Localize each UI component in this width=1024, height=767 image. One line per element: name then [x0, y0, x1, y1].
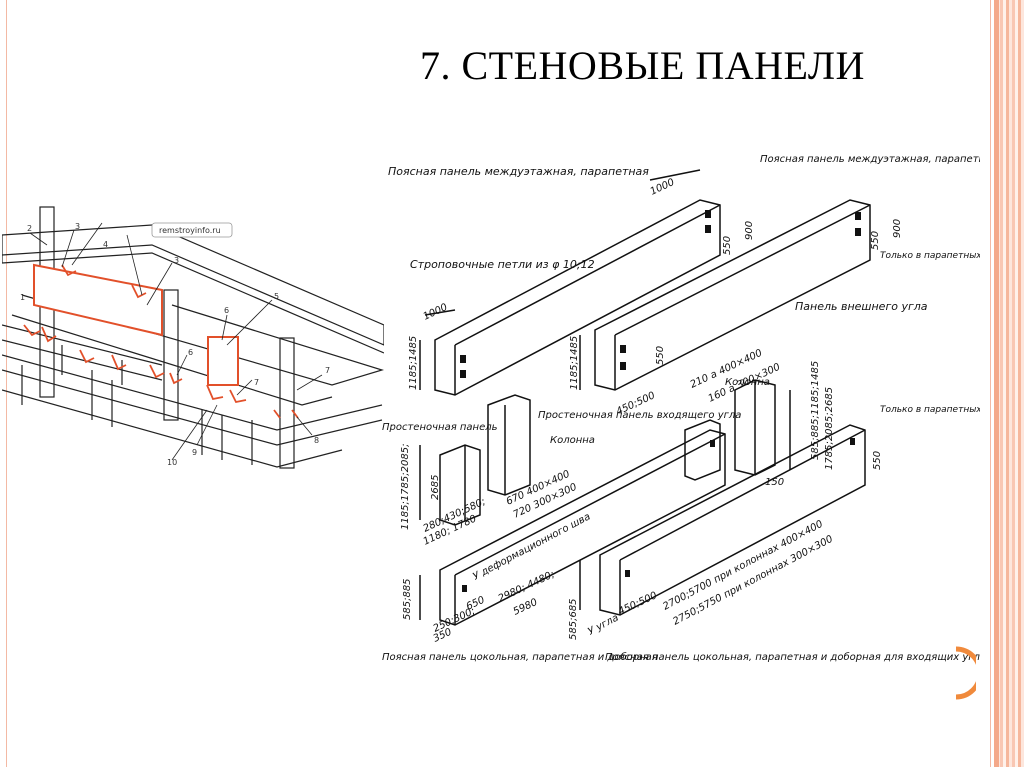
label-pier-panel: Простеночная панель: [382, 422, 498, 433]
callout: 5: [274, 292, 279, 301]
watermark: remstroyinfo.ru: [159, 226, 221, 235]
callout: 4: [103, 240, 108, 249]
label-only-parapet-1: Только в парапетных панелях: [880, 251, 980, 261]
dim: 1185;1785;2085;: [400, 444, 411, 530]
label-column: Колонна: [550, 435, 595, 446]
panel-types-drawing: Поясная панель междуэтажная, парапетная …: [382, 154, 980, 663]
dim: 585;885: [402, 578, 413, 620]
label-column-panel: Колонна: [725, 377, 770, 388]
callout: 3: [174, 256, 179, 265]
label-plinth-corner: Поясная панель цокольная, парапетная и д…: [605, 651, 980, 663]
label-belt-corner: Поясная панель междуэтажная, парапетная …: [760, 154, 980, 165]
label-only-parapet-2: Только в парапетных панелях: [880, 405, 980, 415]
callout: 8: [314, 436, 319, 445]
dim: 550: [870, 231, 881, 250]
label-at-corner: У угла: [586, 612, 620, 637]
dim: 1185;1485: [408, 336, 419, 390]
dim: 550: [872, 451, 883, 470]
dim: 2685: [430, 475, 441, 500]
callout: 2: [27, 224, 32, 233]
dim: 5980: [512, 597, 540, 618]
dim: 2700;5700 при колоннах 400×400: [661, 519, 825, 613]
callout: 10: [167, 458, 177, 467]
dim: 450;500: [617, 590, 659, 618]
dim: 585;885;1185;1485: [810, 361, 821, 460]
dim: 1000: [422, 302, 450, 323]
dim: 2750;5750 при колоннах 300×300: [671, 534, 835, 628]
callout: 7: [325, 366, 330, 375]
callout: 3: [75, 222, 80, 231]
label-belt-parapet: Поясная панель междуэтажная, парапетная: [388, 165, 649, 178]
callout: 1: [20, 293, 25, 302]
decorative-stripes: [994, 0, 1024, 767]
dim: 150: [765, 477, 784, 488]
dim: 900: [744, 221, 755, 240]
label-outer-corner: Панель внешнего угла: [795, 300, 928, 313]
dim: 550: [655, 346, 666, 365]
dim: 1785;2085;2685: [824, 387, 835, 470]
callout: 6: [188, 348, 193, 357]
slide-frame: [6, 0, 991, 767]
dim: 585;685: [568, 598, 579, 640]
dim: 1185;1485: [569, 336, 580, 390]
callout: 6: [224, 306, 229, 315]
callout: 9: [192, 448, 197, 457]
callout: 7: [254, 378, 259, 387]
assembly-drawing: remstroyinfo.ru 2 1 3 4 3 5 6 6 7 8 9 10…: [2, 206, 384, 469]
dim: 550: [722, 236, 733, 255]
dim: 900: [892, 219, 903, 238]
decorative-circle: [955, 646, 976, 700]
label-lifting-loops: Строповочные петли из φ 10;12: [410, 258, 595, 271]
label-plinth-panel: Поясная панель цокольная, парапетная и д…: [382, 651, 658, 663]
slide-title: 7. СТЕНОВЫЕ ПАНЕЛИ: [420, 43, 865, 88]
stripe-bar: [994, 0, 999, 767]
dim: 2980; 4480;: [497, 569, 557, 605]
label-pier-inner: Простеночная панель входящего угла: [538, 410, 741, 421]
